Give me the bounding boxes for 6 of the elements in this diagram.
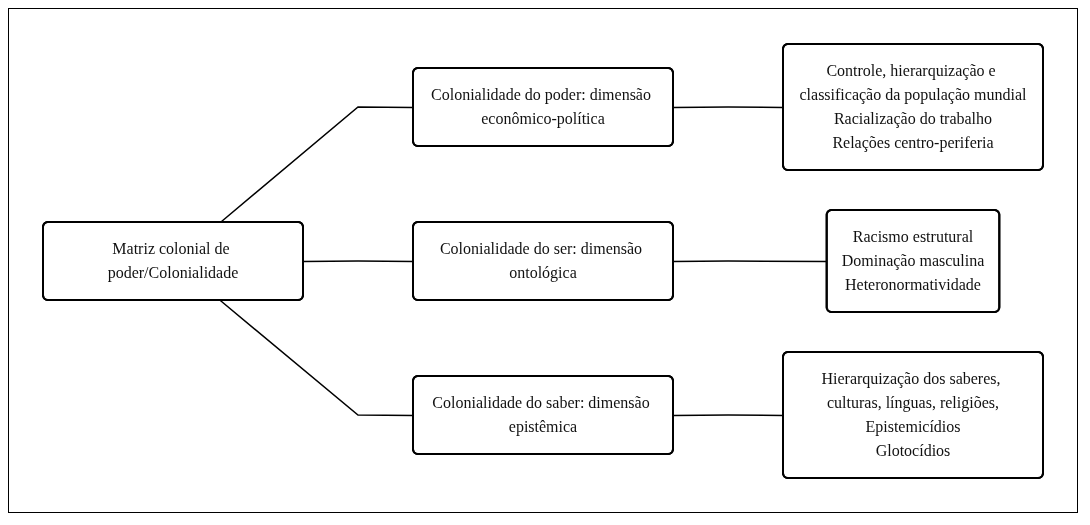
node-text: Colonialidade do ser: dimensão ontológica — [439, 239, 643, 281]
node-text: Colonialidade do saber: dimensão epistêmica — [432, 393, 650, 435]
node-text: Colonialidade do poder: dimensão econômico-política — [431, 85, 651, 127]
node-text: Controle, hierarquização e classificação da população mundial Racialização do trabalho Relações centro-periferia — [799, 61, 1027, 151]
node-text: Hierarquização dos saberes, culturas, línguas, religiões, Epistemicídios Glotocídios — [821, 369, 1001, 459]
node-text: Matriz colonial de poder/Colonialidade — [107, 239, 239, 281]
